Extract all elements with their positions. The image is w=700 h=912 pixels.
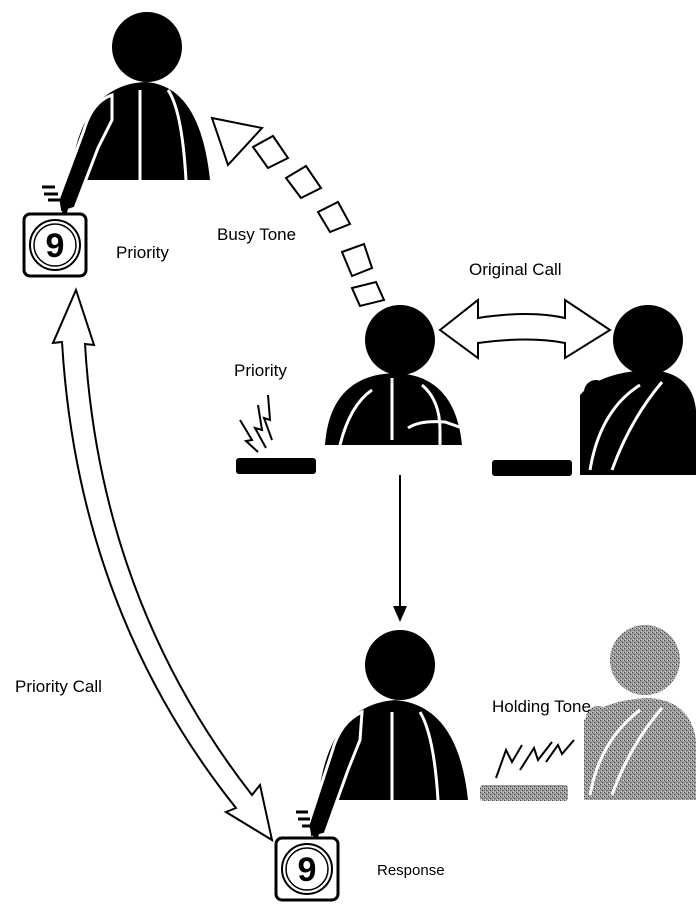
holding-tone-label: Holding Tone (492, 697, 591, 716)
button-digit-bottom: 9 (298, 851, 317, 889)
held-party-figure (584, 625, 696, 800)
caller-top-left-figure (42, 12, 210, 229)
held-phone (480, 739, 575, 801)
busy-tone-arrow (210, 116, 386, 308)
original-party-figure (580, 305, 696, 475)
transition-arrow-down (393, 475, 407, 622)
ringing-phone-middle (236, 394, 316, 474)
priority-call-label: Priority Call (15, 677, 102, 696)
original-call-label: Original Call (469, 260, 562, 279)
phone-right (492, 460, 572, 476)
response-label: Response (377, 862, 445, 879)
response-button-bottom[interactable]: 9 (274, 836, 340, 902)
busy-tone-label: Busy Tone (217, 225, 296, 244)
priority-label-top: Priority (116, 243, 169, 262)
original-call-arrow (438, 297, 612, 360)
button-digit-top: 9 (46, 227, 65, 265)
priority-button-top[interactable]: 9 (22, 212, 88, 278)
called-party-figure (325, 305, 469, 446)
responding-party-figure (296, 630, 468, 851)
priority-label-middle: Priority (234, 361, 287, 380)
priority-call-arrow (51, 287, 274, 843)
